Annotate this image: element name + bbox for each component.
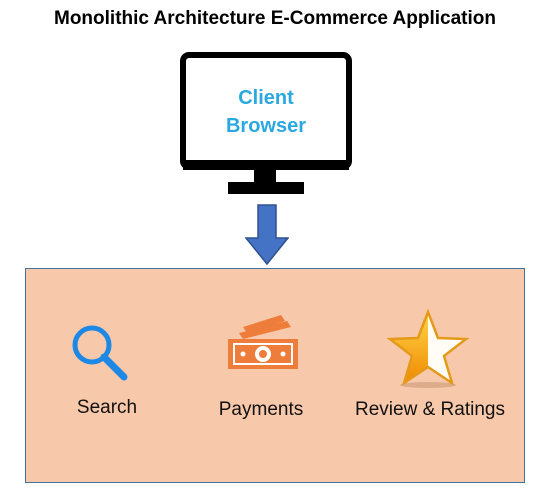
monolith-application-box: Search Payments bbox=[25, 268, 525, 483]
client-browser-label: Client Browser bbox=[193, 84, 339, 140]
module-label-payments: Payments bbox=[218, 399, 304, 420]
diagram-title: Monolithic Architecture E-Commerce Appli… bbox=[54, 8, 496, 29]
module-label-review-ratings: Review & Ratings bbox=[355, 399, 505, 420]
client-label-line2: Browser bbox=[225, 115, 307, 137]
monitor-icon bbox=[180, 52, 352, 198]
payment-money-icon bbox=[225, 315, 301, 371]
star-rating-icon bbox=[386, 308, 470, 391]
down-arrow-icon bbox=[244, 204, 290, 266]
module-label-search: Search bbox=[76, 397, 138, 418]
client-label-line1: Client bbox=[238, 87, 294, 109]
search-icon bbox=[68, 321, 130, 383]
